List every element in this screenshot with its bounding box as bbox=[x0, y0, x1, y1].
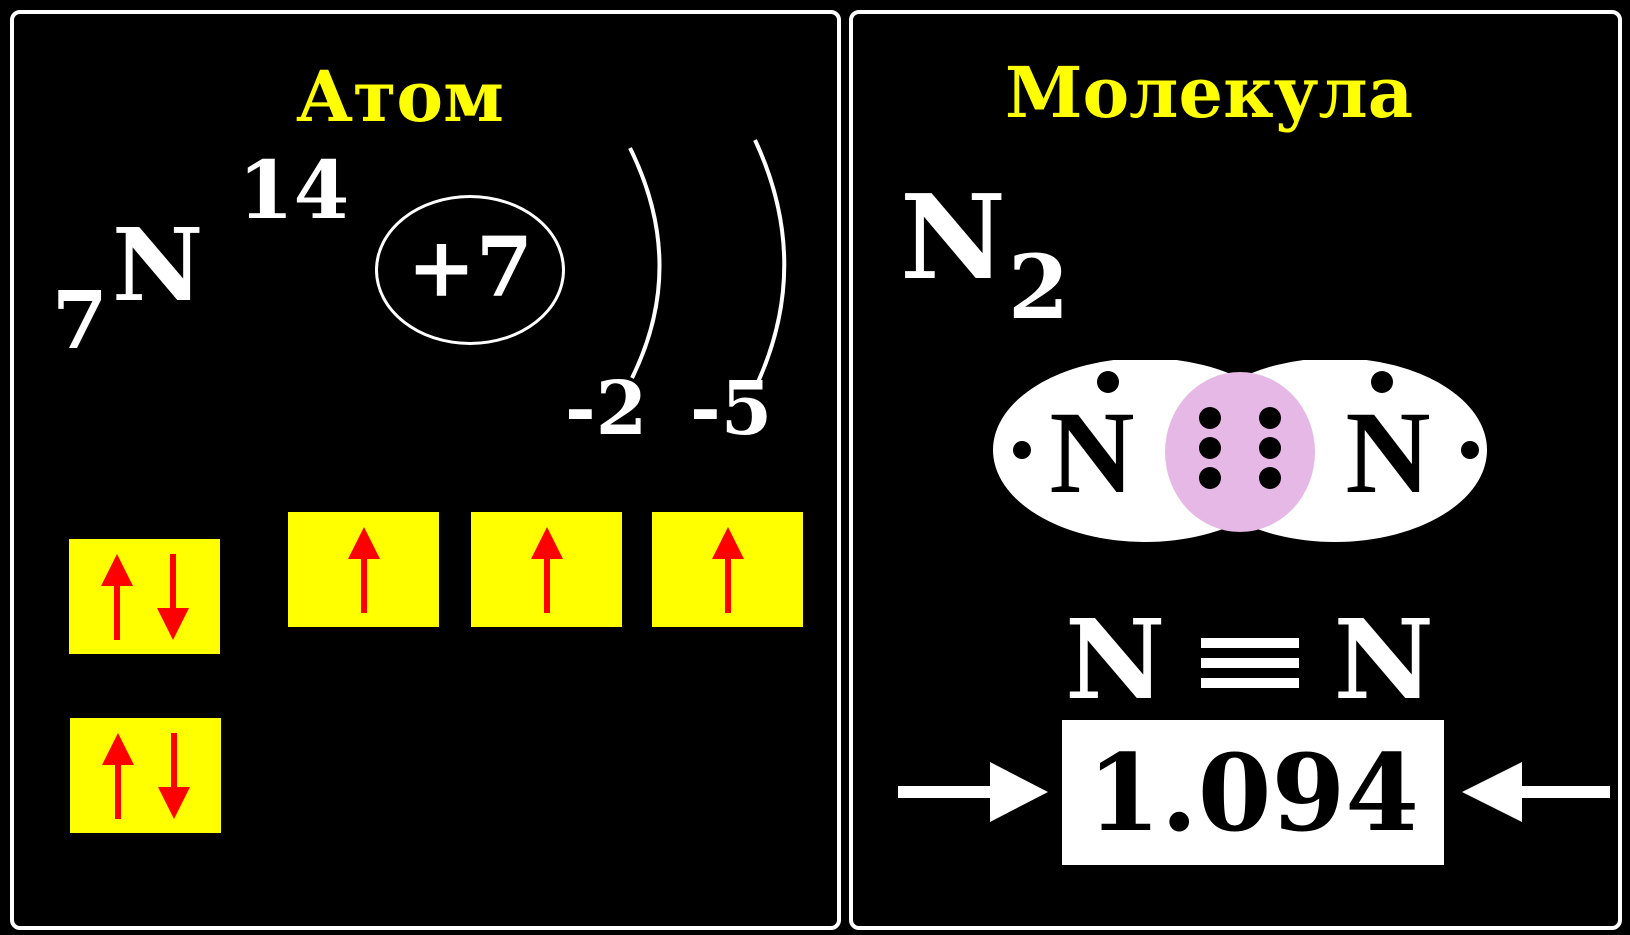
shared-electron-dot bbox=[1259, 467, 1281, 489]
atomic-number: 7 bbox=[52, 273, 108, 367]
orbital-box-2p-3 bbox=[652, 512, 803, 627]
triple-bond-right-atom: N bbox=[1333, 595, 1435, 724]
arrow-right-icon bbox=[898, 762, 1048, 822]
electron-spin-up-icon bbox=[530, 526, 563, 613]
shared-electron-dot bbox=[1199, 407, 1221, 429]
structural-formula: N N bbox=[1065, 605, 1434, 715]
lewis-structure: N N bbox=[993, 360, 1487, 542]
orbital-box-2s bbox=[69, 539, 220, 654]
triple-bond-left-atom: N bbox=[1065, 595, 1166, 724]
bond-length-value: 1.094 bbox=[1087, 729, 1419, 855]
shared-electron-dot bbox=[1199, 467, 1221, 489]
formula-subscript: 2 bbox=[1008, 234, 1070, 339]
shared-electron-dot bbox=[1259, 437, 1281, 459]
orbital-box-1s bbox=[70, 718, 221, 833]
lewis-atom-left: N bbox=[1049, 387, 1134, 518]
nucleus-charge: +7 bbox=[407, 220, 533, 316]
electron-shell-2 bbox=[753, 139, 787, 383]
orbital-box-2p-1 bbox=[288, 512, 439, 627]
electron-spin-down-icon bbox=[156, 553, 189, 640]
triple-bond bbox=[1200, 632, 1299, 688]
mass-number: 14 bbox=[238, 143, 350, 237]
lewis-atom-right: N bbox=[1345, 387, 1430, 518]
molecule-title: Молекула bbox=[1005, 51, 1414, 134]
atom-title: Атом bbox=[296, 55, 504, 138]
electron-shell-1 bbox=[628, 147, 662, 379]
orbital-box-2p-2 bbox=[471, 512, 622, 627]
nucleus: +7 bbox=[375, 195, 565, 345]
shared-electron-dot bbox=[1259, 407, 1281, 429]
bond-length-box: 1.094 bbox=[1062, 720, 1444, 865]
element-symbol: N bbox=[112, 206, 204, 324]
electron-spin-up-icon bbox=[347, 526, 380, 613]
lone-pair-dot bbox=[1371, 371, 1393, 393]
lone-pair-dot bbox=[1097, 371, 1119, 393]
electron-spin-up-icon bbox=[101, 732, 134, 819]
shell-1-electron-count: -2 bbox=[565, 366, 648, 452]
shared-electron-dot bbox=[1199, 437, 1221, 459]
electron-spin-up-icon bbox=[100, 553, 133, 640]
lone-pair-dot bbox=[1461, 441, 1479, 459]
electron-spin-down-icon bbox=[157, 732, 190, 819]
shell-2-electron-count: -5 bbox=[690, 366, 773, 452]
lone-pair-dot bbox=[1013, 441, 1031, 459]
electron-spin-up-icon bbox=[711, 526, 744, 613]
molecular-formula: N2 bbox=[900, 180, 1069, 331]
arrow-left-icon bbox=[1462, 762, 1610, 822]
formula-symbol: N bbox=[900, 170, 1007, 306]
